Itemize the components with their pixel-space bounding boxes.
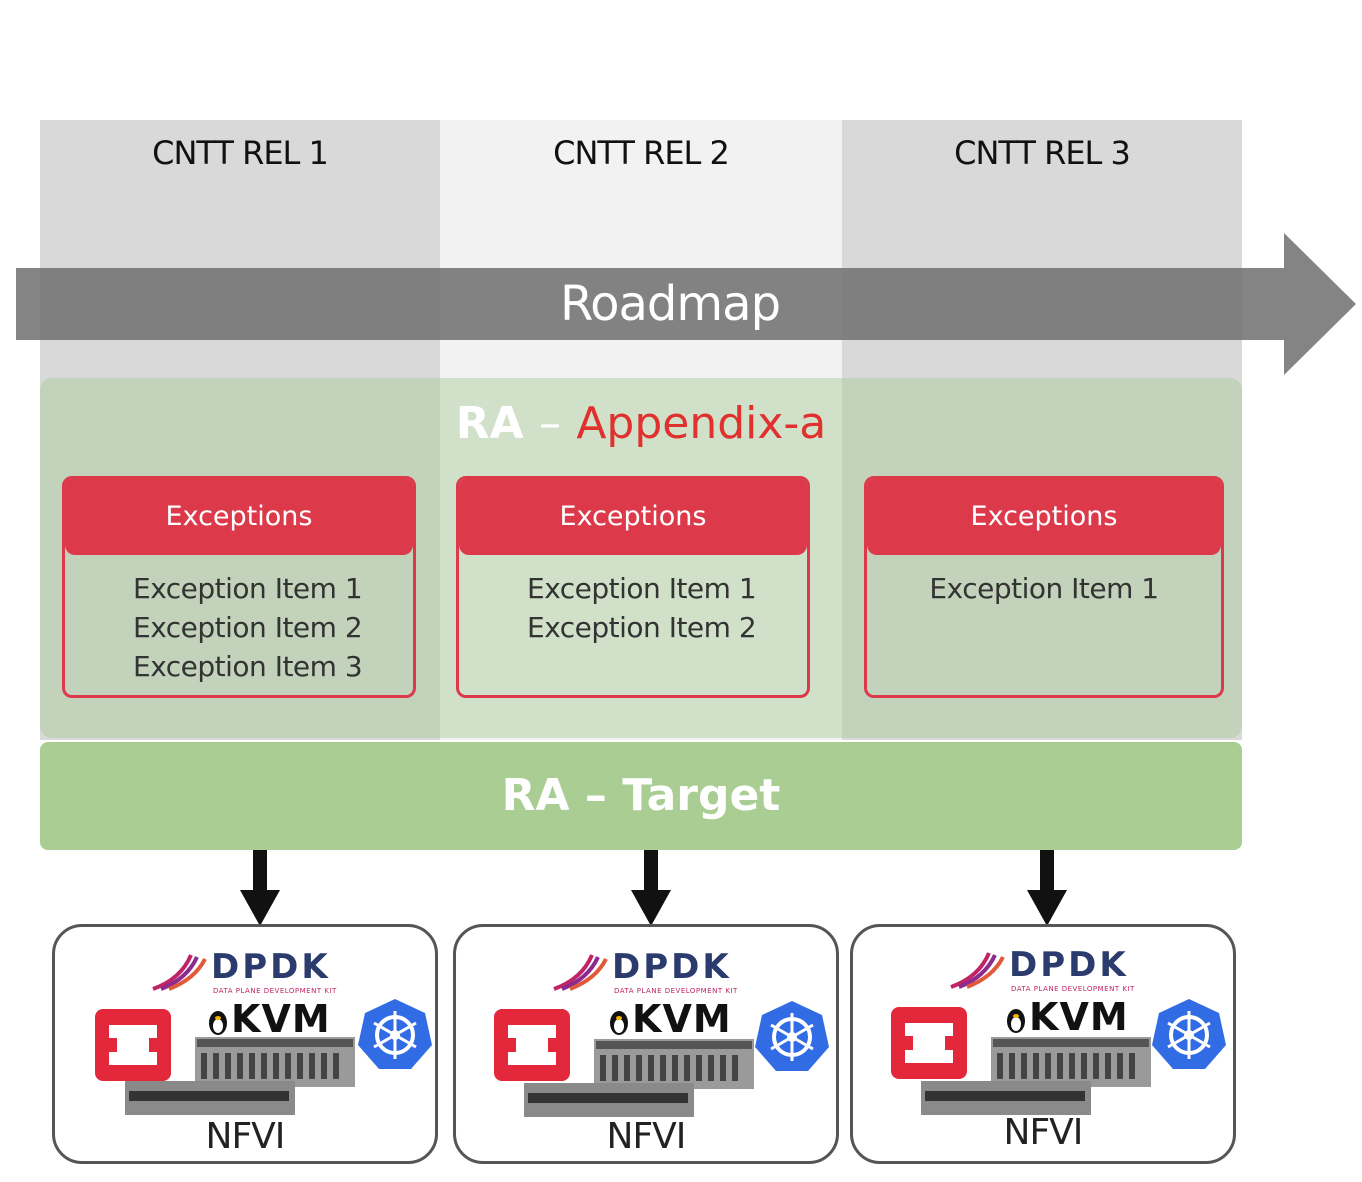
- appendix-accent: Appendix-a: [576, 398, 827, 449]
- kubernetes-icon: [1152, 999, 1226, 1069]
- down-arrow-icon: [1027, 850, 1067, 926]
- nfvi-label: NFVI: [606, 1116, 687, 1157]
- release-column-3: CNTT REL 3: [842, 120, 1242, 740]
- server-icon: [125, 1037, 355, 1115]
- down-arrow-icon: [240, 850, 280, 926]
- release-title: CNTT REL 3: [954, 134, 1131, 172]
- nfvi-box-2: DPDK DATA PLANE DEVELOPMENT KIT KVM NFVI: [453, 924, 839, 1164]
- openstack-icon: [95, 1009, 171, 1081]
- nfvi-box-1: DPDK DATA PLANE DEVELOPMENT KIT KVM NFVI: [52, 924, 438, 1164]
- nfvi-box-3: DPDK DATA PLANE DEVELOPMENT KIT KVM NFVI: [850, 924, 1236, 1164]
- exception-item: Exception Item 1: [527, 572, 757, 605]
- exceptions-list: Exception Item 1 Exception Item 2: [459, 555, 807, 647]
- exception-item: Exception Item 1: [929, 572, 1159, 605]
- dpdk-icon: [553, 954, 608, 991]
- down-arrow-icon: [631, 850, 671, 926]
- appendix-title: RA – Appendix-a: [40, 398, 1242, 449]
- kvm-tux-icon: [610, 1011, 628, 1035]
- target-bar: RA – Target: [40, 742, 1242, 850]
- server-icon: [921, 1037, 1151, 1115]
- dpdk-logo-subtext: DATA PLANE DEVELOPMENT KIT: [1011, 985, 1135, 993]
- roadmap-label: Roadmap: [559, 276, 781, 332]
- exceptions-box-3: Exceptions Exception Item 1: [864, 476, 1224, 698]
- kvm-logo-text: KVM: [632, 997, 732, 1041]
- openstack-icon: [494, 1009, 570, 1081]
- kvm-logo-text: KVM: [1029, 995, 1129, 1039]
- nfvi-label: NFVI: [205, 1116, 286, 1157]
- dpdk-logo-subtext: DATA PLANE DEVELOPMENT KIT: [213, 987, 337, 995]
- kvm-logo-text: KVM: [231, 997, 331, 1041]
- dpdk-icon: [152, 954, 207, 991]
- exception-item: Exception Item 1: [133, 572, 363, 605]
- appendix-panel: [40, 378, 1242, 738]
- exceptions-list: Exception Item 1: [867, 555, 1221, 608]
- release-title: CNTT REL 1: [152, 134, 329, 172]
- exception-item: Exception Item 2: [133, 611, 363, 644]
- release-column-1: CNTT REL 1: [40, 120, 440, 740]
- openstack-icon: [891, 1007, 967, 1079]
- exceptions-list: Exception Item 1 Exception Item 2 Except…: [65, 555, 413, 686]
- dpdk-icon: [950, 952, 1005, 989]
- release-title: CNTT REL 2: [553, 134, 730, 172]
- dpdk-logo-text: DPDK: [612, 947, 732, 987]
- dpdk-logo-text: DPDK: [1009, 945, 1129, 985]
- exceptions-header: Exceptions: [65, 479, 413, 555]
- kvm-tux-icon: [1007, 1009, 1025, 1033]
- target-label: RA – Target: [501, 770, 781, 821]
- appendix-dash: –: [538, 398, 561, 449]
- release-column-2: CNTT REL 2: [440, 120, 842, 740]
- appendix-prefix: RA: [455, 398, 524, 449]
- nfvi-label: NFVI: [1003, 1112, 1084, 1153]
- kvm-tux-icon: [209, 1011, 227, 1035]
- exceptions-box-1: Exceptions Exception Item 1 Exception It…: [62, 476, 416, 698]
- exception-item: Exception Item 2: [527, 611, 757, 644]
- server-icon: [524, 1039, 754, 1117]
- dpdk-logo-subtext: DATA PLANE DEVELOPMENT KIT: [614, 987, 738, 995]
- roadmap-arrow-icon: [16, 233, 1356, 375]
- kubernetes-icon: [755, 1001, 829, 1071]
- exception-item: Exception Item 3: [133, 650, 363, 683]
- kubernetes-icon: [358, 999, 432, 1069]
- exceptions-header: Exceptions: [867, 479, 1221, 555]
- dpdk-logo-text: DPDK: [211, 947, 331, 987]
- exceptions-header: Exceptions: [459, 479, 807, 555]
- exceptions-box-2: Exceptions Exception Item 1 Exception It…: [456, 476, 810, 698]
